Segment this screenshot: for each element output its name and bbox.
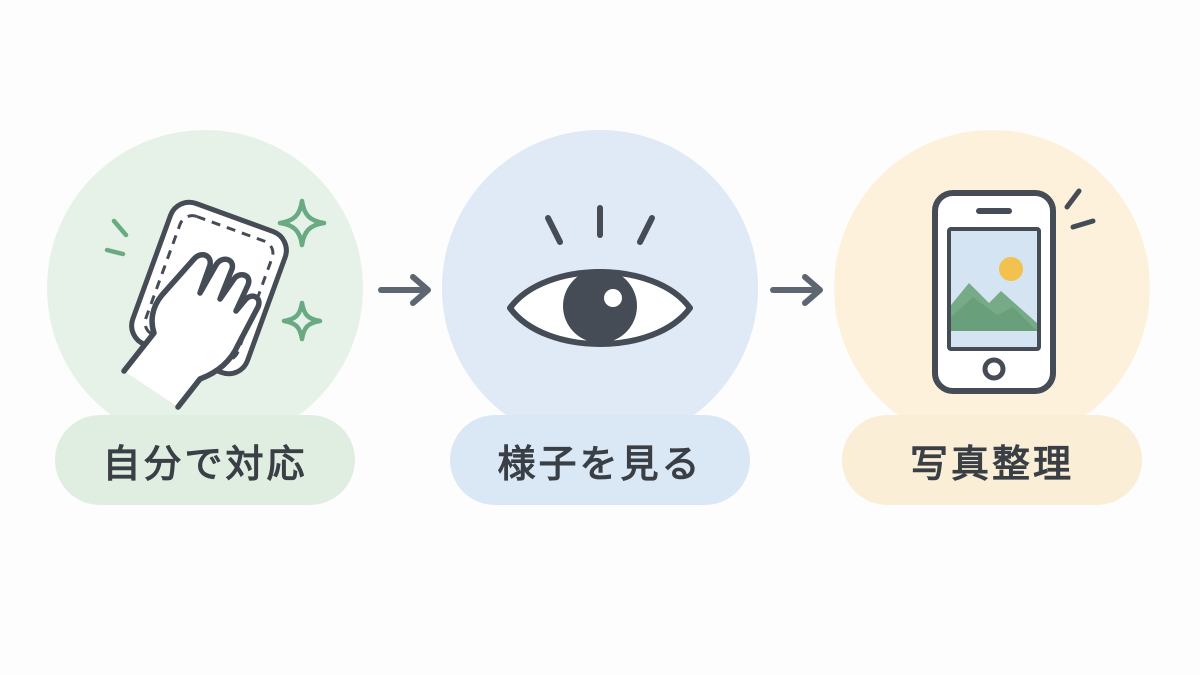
step-label: 様子を見る <box>450 415 750 505</box>
eye-icon <box>507 205 693 347</box>
step-wait-and-see: 様子を見る <box>440 0 760 675</box>
step-label: 自分で対応 <box>55 415 355 505</box>
step-self-handle: 自分で対応 <box>45 0 365 675</box>
step-label: 写真整理 <box>842 415 1142 505</box>
arrow-right-icon <box>378 274 431 306</box>
arrow-right-icon <box>770 274 823 306</box>
smartphone-photo-icon <box>932 188 1096 394</box>
step-photo-organize: 写真整理 <box>832 0 1152 675</box>
hand-wiping-cloth-icon <box>104 198 327 410</box>
